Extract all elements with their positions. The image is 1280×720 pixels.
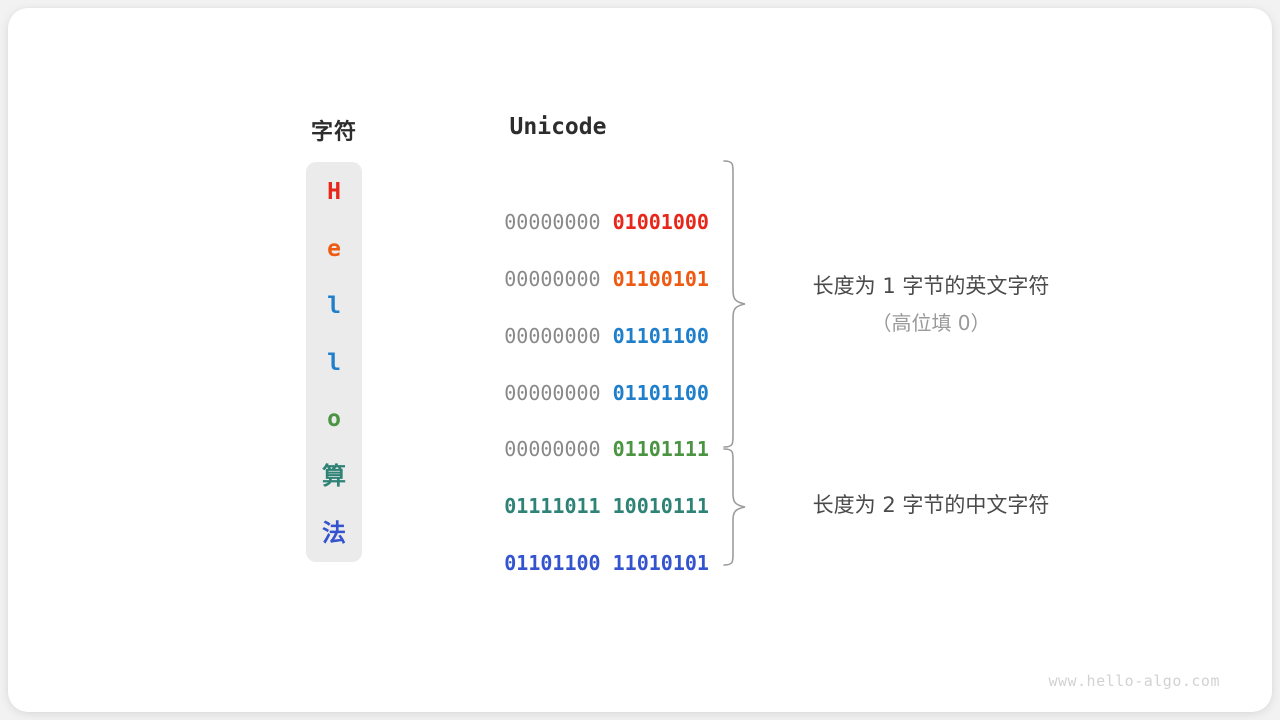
- binary-low-byte-2: 01101100: [612, 324, 709, 348]
- annotation-two-byte-main: 长度为 2 字节的中文字符: [812, 493, 1050, 517]
- character-cell-5: 算: [322, 462, 346, 490]
- character-cell-3: l: [327, 350, 341, 376]
- brace-one-byte: [723, 160, 746, 448]
- binary-high-byte-2: 00000000: [504, 324, 601, 348]
- binary-row-2: 00000000 01101100: [432, 291, 709, 348]
- binary-high-byte-0: 00000000: [504, 210, 601, 234]
- character-cell-0: H: [327, 179, 341, 205]
- diagram-stage: 字符 Unicode H e l l o 算 法 00000000 010010…: [8, 8, 1272, 712]
- binary-byte-gap-4: [601, 437, 613, 461]
- annotation-one-byte: 长度为 1 字节的英文字符 （高位填 0）: [788, 270, 1074, 336]
- binary-row-5: 01111011 10010111: [432, 461, 709, 518]
- binary-byte-gap-2: [601, 324, 613, 348]
- annotation-two-byte: 长度为 2 字节的中文字符: [788, 489, 1074, 519]
- binary-row-4: 00000000 01101111: [432, 404, 709, 461]
- character-cell-1: e: [327, 236, 341, 262]
- binary-low-byte-4: 01101111: [612, 437, 709, 461]
- binary-byte-gap-0: [601, 210, 613, 234]
- binary-low-byte-1: 01100101: [612, 267, 709, 291]
- binary-row-1: 00000000 01100101: [432, 234, 709, 291]
- character-cell-2: l: [327, 293, 341, 319]
- binary-byte-gap-6: [601, 551, 613, 575]
- binary-row-6: 01101100 11010101: [432, 518, 709, 575]
- watermark-url: www.hello-algo.com: [1048, 672, 1220, 690]
- column-header-character: 字符: [310, 120, 357, 145]
- annotation-one-byte-sub: （高位填 0）: [871, 311, 991, 335]
- binary-byte-gap-1: [601, 267, 613, 291]
- diagram-card: 字符 Unicode H e l l o 算 法 00000000 010010…: [8, 8, 1272, 712]
- binary-low-byte-3: 01101100: [612, 381, 709, 405]
- binary-high-byte-4: 00000000: [504, 437, 601, 461]
- binary-low-byte-5: 10010111: [612, 494, 709, 518]
- binary-high-byte-6: 01101100: [504, 551, 601, 575]
- binary-byte-gap-3: [601, 381, 613, 405]
- binary-row-3: 00000000 01101100: [432, 348, 709, 405]
- binary-low-byte-6: 11010101: [612, 551, 709, 575]
- binary-high-byte-5: 01111011: [504, 494, 601, 518]
- brace-two-byte: [723, 448, 746, 566]
- binary-high-byte-3: 00000000: [504, 381, 601, 405]
- annotation-one-byte-main: 长度为 1 字节的英文字符: [812, 274, 1050, 298]
- character-cell-6: 法: [322, 519, 346, 547]
- binary-row-0: 00000000 01001000: [432, 177, 709, 234]
- character-column-background: [306, 162, 362, 562]
- binary-high-byte-1: 00000000: [504, 267, 601, 291]
- character-cell-4: o: [327, 406, 341, 432]
- binary-byte-gap-5: [601, 494, 613, 518]
- column-header-unicode: Unicode: [509, 114, 607, 140]
- binary-low-byte-0: 01001000: [612, 210, 709, 234]
